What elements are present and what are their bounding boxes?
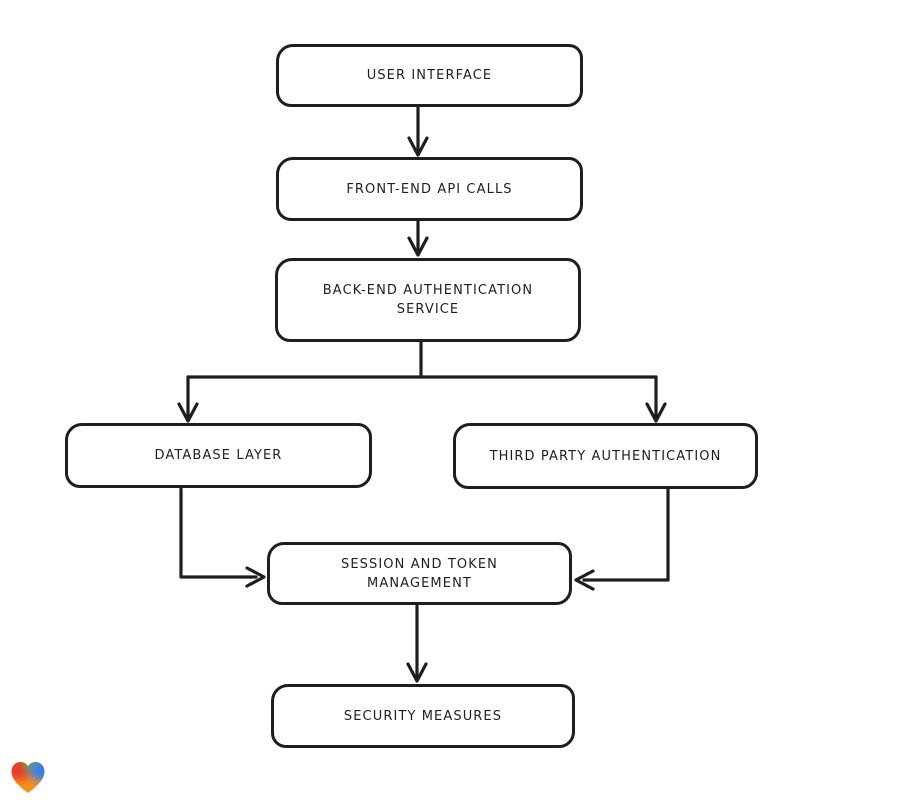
node-security-measures: SECURITY MEASURES [271, 684, 575, 748]
gradient-heart-logo[interactable] [10, 761, 46, 795]
node-label: THIRD PARTY AUTHENTICATION [489, 448, 722, 464]
edge-session-to-security [406, 604, 428, 683]
node-session-and-token-management: SESSION AND TOKEN MANAGEMENT [267, 542, 572, 605]
arrowhead-down-icon [406, 662, 428, 683]
edge-backend-branch-bar [186, 341, 658, 379]
node-label: DATABASE LAYER [154, 448, 283, 463]
arrowhead-down-icon [407, 236, 429, 257]
node-label: SECURITY MEASURES [343, 708, 503, 724]
arrowhead-left-icon [574, 569, 595, 591]
heart-icon [11, 762, 45, 793]
arrowhead-right-icon [245, 566, 266, 588]
edge-database-to-session [179, 487, 266, 588]
node-user-interface: USER INTERFACE [276, 44, 583, 107]
arrowhead-down-icon [407, 136, 429, 157]
node-label: USER INTERFACE [366, 68, 493, 83]
edge-backend-to-thirdparty [645, 375, 667, 423]
node-back-end-authentication-service: BACK-END AUTHENTICATION SERVICE [275, 258, 581, 342]
node-database-layer: DATABASE LAYER [65, 423, 372, 488]
edge-ui-to-frontend [407, 106, 429, 157]
arrowhead-down-icon [177, 402, 199, 423]
edge-thirdparty-to-session [574, 488, 670, 591]
arrowhead-down-icon [645, 402, 667, 423]
node-third-party-authentication: THIRD PARTY AUTHENTICATION [453, 423, 758, 489]
edge-backend-to-database [177, 375, 199, 423]
edge-frontend-to-backend [407, 220, 429, 257]
node-label: SESSION AND TOKEN MANAGEMENT [341, 556, 498, 591]
node-label: FRONT-END API CALLS [346, 181, 513, 197]
node-label: BACK-END AUTHENTICATION SERVICE [322, 283, 534, 317]
node-front-end-api-calls: FRONT-END API CALLS [276, 157, 583, 221]
